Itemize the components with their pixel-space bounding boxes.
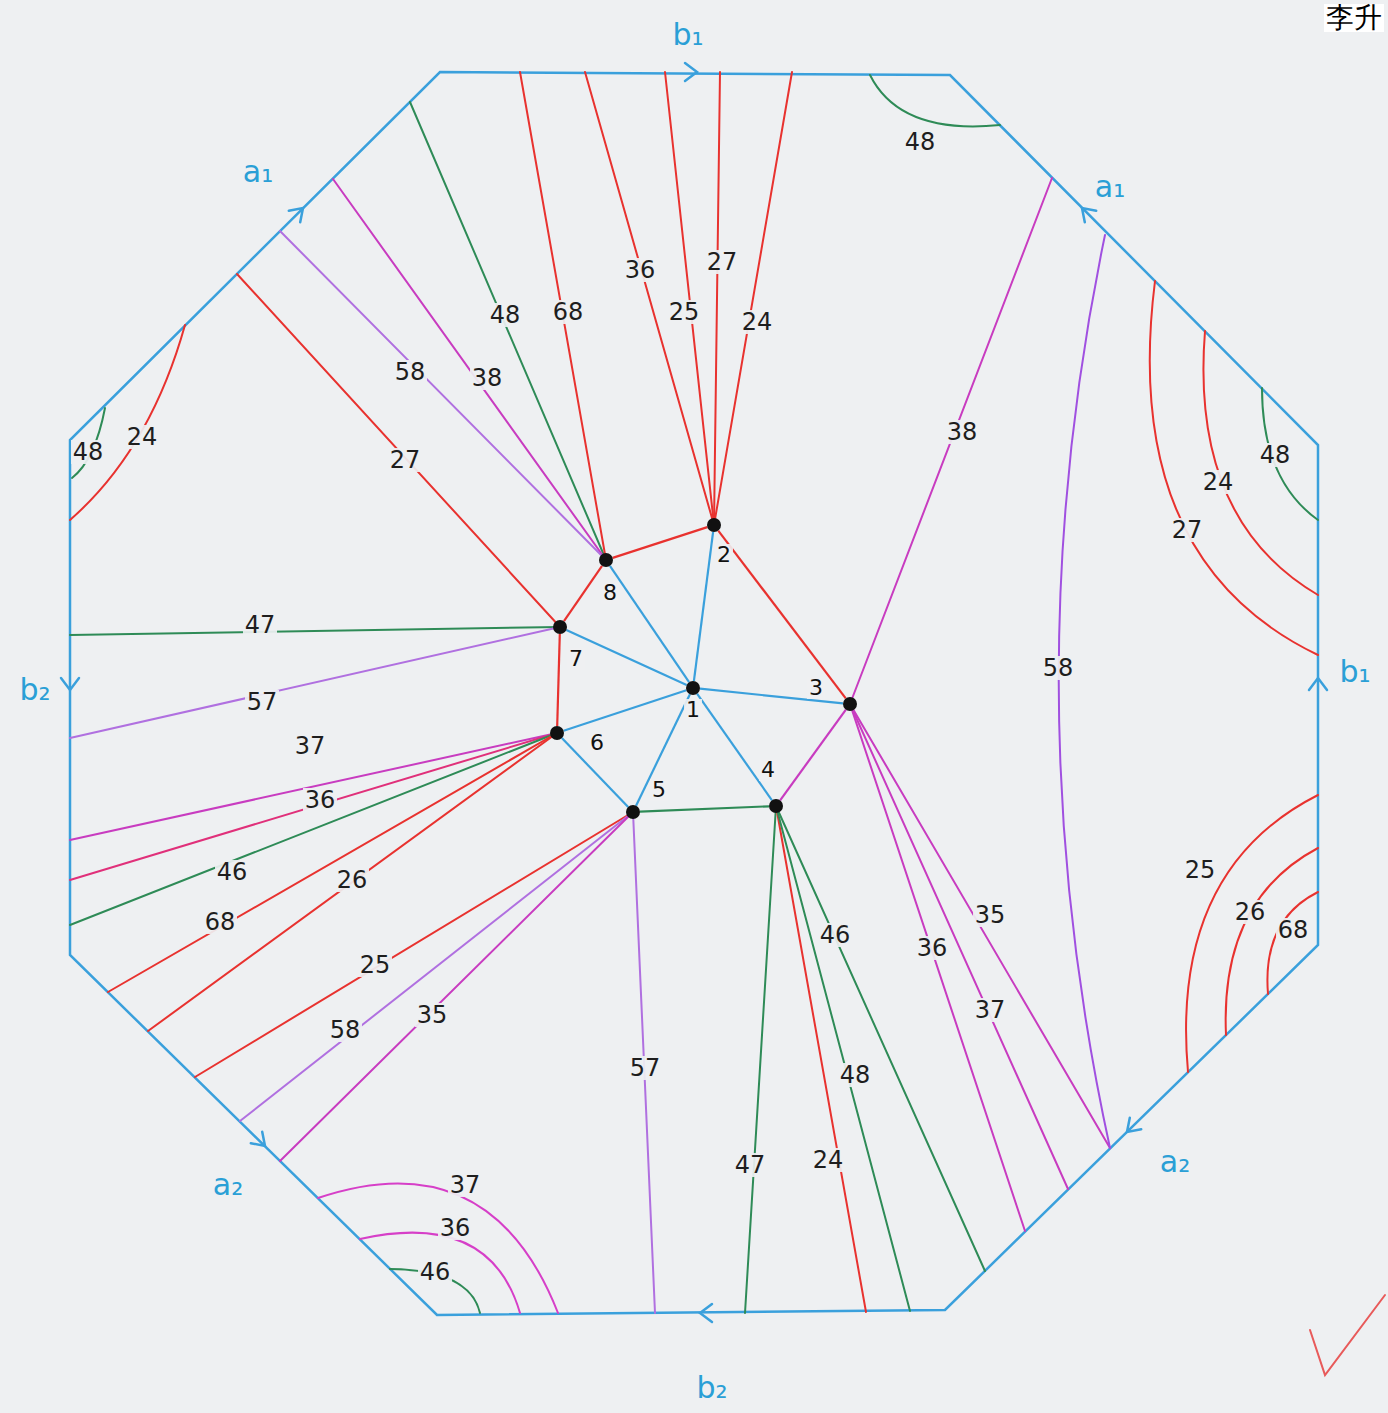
graph-edge bbox=[697, 694, 772, 801]
curve-label: 27 bbox=[388, 448, 423, 472]
graph-edge bbox=[718, 531, 846, 699]
curve-label: 36 bbox=[915, 936, 950, 960]
curve-label: 47 bbox=[243, 613, 278, 637]
curve-label: 36 bbox=[303, 788, 338, 812]
edge-name: b₁ bbox=[670, 20, 705, 50]
curve-label: 58 bbox=[1041, 656, 1076, 680]
vertex-dot: 6 bbox=[550, 726, 564, 740]
curve-label: 27 bbox=[705, 250, 740, 274]
curve-label: 48 bbox=[71, 440, 106, 464]
curve-label: 27 bbox=[1170, 518, 1205, 542]
vertex-dot: 2 bbox=[707, 518, 721, 532]
vertex-dot: 3 bbox=[843, 697, 857, 711]
edge-name: b₂ bbox=[17, 675, 52, 705]
graph-edge bbox=[566, 630, 686, 685]
graph-edge bbox=[640, 806, 769, 811]
curve-label: 46 bbox=[818, 923, 853, 947]
edge-name: b₁ bbox=[1337, 657, 1372, 687]
vertex-number: 1 bbox=[684, 699, 702, 721]
graph-edge bbox=[610, 566, 689, 682]
curve-label: 37 bbox=[973, 998, 1008, 1022]
curve-label: 46 bbox=[418, 1260, 453, 1284]
vertex-number: 3 bbox=[807, 677, 825, 699]
graph-edge bbox=[564, 566, 602, 621]
octagon-boundary bbox=[70, 72, 1318, 1315]
curve-label: 25 bbox=[667, 300, 702, 324]
vertex-dot: 8 bbox=[599, 553, 613, 567]
curve-label: 26 bbox=[1233, 900, 1268, 924]
vertex-number: 6 bbox=[588, 732, 606, 754]
curve-label: 58 bbox=[328, 1018, 363, 1042]
curve-label: 48 bbox=[488, 303, 523, 327]
curve-label: 48 bbox=[838, 1063, 873, 1087]
vertex-dot: 4 bbox=[769, 799, 783, 813]
curve-label: 68 bbox=[203, 910, 238, 934]
curve-label: 25 bbox=[358, 953, 393, 977]
author-name: 李升 bbox=[1324, 4, 1384, 32]
curve-label: 26 bbox=[335, 868, 370, 892]
curve-label: 35 bbox=[973, 903, 1008, 927]
graph-edge bbox=[557, 634, 560, 726]
vertex-number: 7 bbox=[567, 648, 585, 670]
curve-label: 24 bbox=[125, 425, 160, 449]
curve-label: 37 bbox=[448, 1173, 483, 1197]
curve-label: 38 bbox=[470, 366, 505, 390]
curve-label: 48 bbox=[1258, 443, 1293, 467]
vertex-dot: 1 bbox=[686, 681, 700, 695]
curve-label: 46 bbox=[215, 860, 250, 884]
curve-lines bbox=[70, 72, 1318, 1313]
vertex-number: 8 bbox=[601, 582, 619, 604]
graph-edge bbox=[564, 690, 687, 731]
curve-label: 24 bbox=[811, 1148, 846, 1172]
curve-label: 58 bbox=[393, 360, 428, 384]
curve-label: 35 bbox=[415, 1003, 450, 1027]
curve-label: 57 bbox=[628, 1056, 663, 1080]
curve-label: 36 bbox=[438, 1216, 473, 1240]
edge-name: a₁ bbox=[1093, 172, 1127, 202]
curve-label: 37 bbox=[293, 734, 328, 758]
vertex-number: 2 bbox=[715, 544, 733, 566]
curve-label: 25 bbox=[1183, 858, 1218, 882]
curve-label: 24 bbox=[740, 310, 775, 334]
edge-name: b₂ bbox=[694, 1373, 729, 1403]
graph-edge bbox=[636, 694, 690, 805]
vertex-dot: 7 bbox=[553, 620, 567, 634]
graph-edge bbox=[694, 532, 713, 681]
curve-label: 36 bbox=[623, 258, 658, 282]
graph-edge bbox=[613, 527, 708, 558]
curve-label: 38 bbox=[945, 420, 980, 444]
curve-label: 24 bbox=[1201, 470, 1236, 494]
graph-edge bbox=[780, 710, 846, 801]
curve-label: 68 bbox=[551, 300, 586, 324]
edge-name: a₂ bbox=[211, 1170, 245, 1200]
curve-label: 47 bbox=[733, 1153, 768, 1177]
vertex-number: 5 bbox=[650, 779, 668, 801]
check-mark bbox=[1310, 1295, 1385, 1375]
vertex-dot: 5 bbox=[626, 805, 640, 819]
edge-arrows bbox=[61, 63, 1327, 1322]
edge-name: a₁ bbox=[241, 157, 275, 187]
curve-label: 57 bbox=[245, 690, 280, 714]
vertex-number: 4 bbox=[759, 759, 777, 781]
edge-name: a₂ bbox=[1158, 1147, 1192, 1177]
curve-label: 68 bbox=[1276, 918, 1311, 942]
curve-label: 48 bbox=[903, 130, 938, 154]
